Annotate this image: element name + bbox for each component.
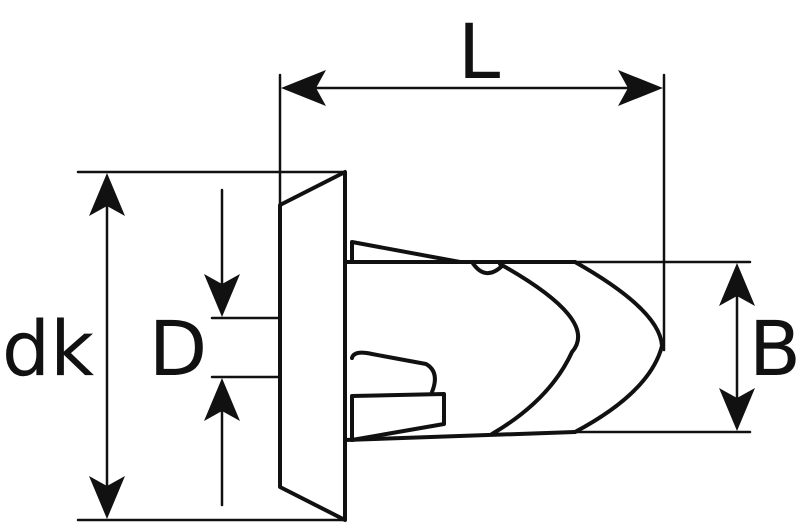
label-L: L [458,7,500,96]
top-notch [470,260,504,275]
extension-lines [76,73,752,522]
arrow-L-left [281,70,326,106]
arrow-L-right [618,70,663,106]
arrow-dk-top [89,173,125,216]
spring-clip [350,350,437,394]
rivet-head [278,170,347,522]
arrow-dk-bottom [89,476,125,519]
arrow-D-top [204,274,240,317]
label-D: D [149,304,208,393]
dimension-D: D [149,188,240,507]
arrow-B-top [719,263,755,306]
upper-barb [350,240,462,264]
outer-tip-curve [573,260,664,434]
label-dk: dk [2,304,94,393]
rivet-part [278,170,664,522]
inner-split-curve [490,262,580,436]
dimension-L: L [281,7,663,106]
dimension-B: B [719,263,800,431]
label-B: B [749,304,800,393]
lower-shoe [350,392,446,442]
arrow-B-bottom [719,388,755,431]
dimension-dk: dk [2,173,125,519]
arrow-D-bottom [204,378,240,421]
body-bottom-edge [343,430,577,442]
